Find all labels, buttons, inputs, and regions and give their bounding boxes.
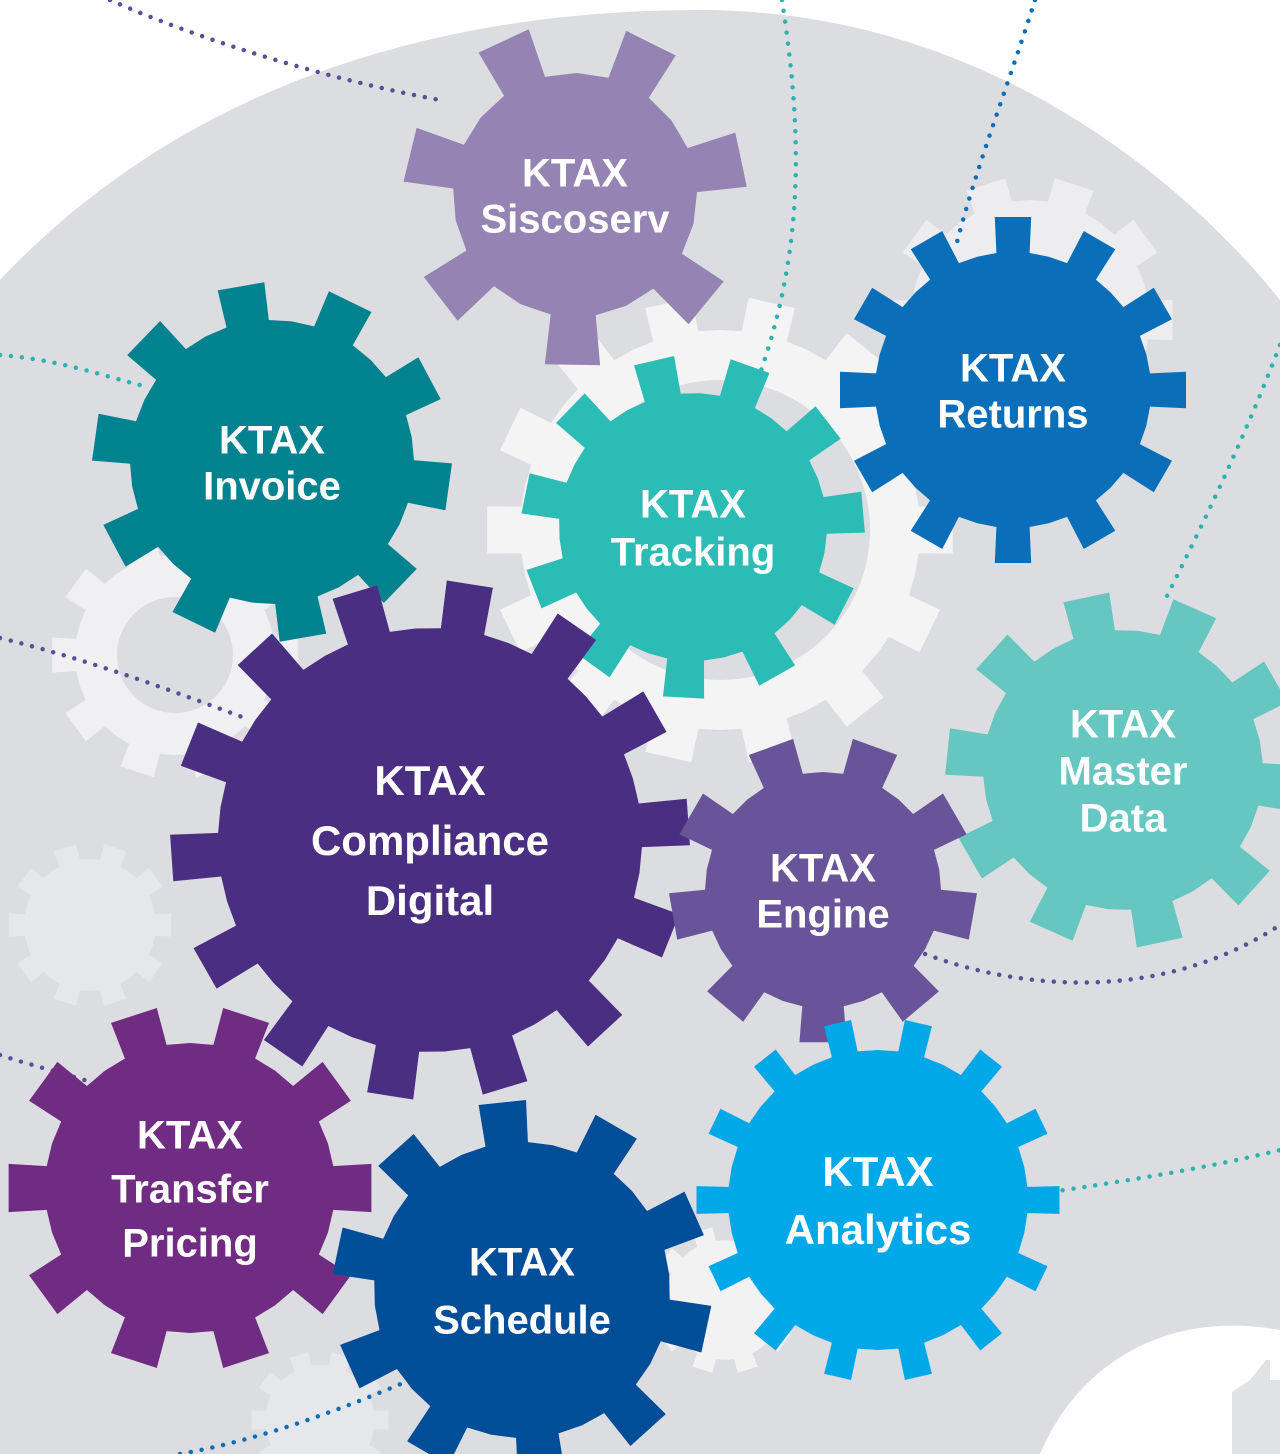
gear-tracking-label-line-1: KTAX (640, 482, 746, 526)
connector-bottom-schedule (177, 1377, 413, 1454)
gear-siscoserv-shape (403, 29, 747, 366)
gear-analytics-shape (696, 1020, 1060, 1380)
gear-master-data-label-line-2: Master (1059, 749, 1188, 793)
gear-returns-shape (840, 217, 1186, 563)
gear-invoice-label-line-2: Invoice (203, 464, 341, 508)
gear-invoice-shape (92, 282, 452, 642)
gear-schedule: KTAX Schedule (332, 1100, 712, 1454)
gear-compliance-label-line-1: KTAX (374, 757, 485, 804)
ghost-gear-left-small (8, 844, 172, 1006)
connector-left-transfer (0, 1052, 103, 1088)
gear-master-data-label-line-3: Data (1080, 796, 1167, 840)
connector-engine-right (912, 922, 1280, 985)
gear-analytics-label-line-1: KTAX (822, 1148, 933, 1195)
gear-engine-label-line-1: KTAX (770, 846, 876, 890)
gear-master-data-shape (945, 592, 1280, 948)
gear-tracking-label-line-2: Tracking (611, 530, 776, 574)
gear-transfer-label-line-1: KTAX (137, 1113, 243, 1157)
connector-analytics-right (1027, 1147, 1280, 1198)
gear-transfer-label-line-3: Pricing (122, 1221, 258, 1265)
gear-schedule-label-line-2: Schedule (433, 1298, 611, 1342)
connector-left-invoice (0, 352, 143, 388)
gear-schedule-label-line-1: KTAX (469, 1240, 575, 1284)
gear-returns-label-line-1: KTAX (960, 346, 1066, 390)
gear-siscoserv-label-line-2: Siscoserv (480, 197, 670, 241)
gear-analytics-label-line-2: Analytics (785, 1206, 972, 1253)
gear-compliance-shape (170, 580, 690, 1100)
gear-schedule-shape (332, 1100, 712, 1454)
gear-compliance-label-line-3: Digital (366, 877, 494, 924)
connector-left-compliance (0, 635, 253, 723)
connector-right-master (1162, 342, 1280, 603)
gear-compliance-label-line-2: Compliance (311, 817, 549, 864)
gear-tracking-shape (521, 356, 865, 699)
gear-siscoserv-label-line-1: KTAX (522, 151, 628, 195)
gear-transfer-label-line-2: Transfer (111, 1167, 269, 1211)
connector-top-returns (952, 0, 1038, 253)
gear-returns-label-line-2: Returns (937, 392, 1088, 436)
gear-engine-label-line-2: Engine (756, 892, 889, 936)
building-icon (1232, 1360, 1280, 1454)
gear-master-data-label-line-1: KTAX (1070, 702, 1176, 746)
gear-transfer-shape (8, 1008, 372, 1368)
gear-analytics: KTAX Analytics (696, 1020, 1060, 1380)
gear-invoice-label-line-1: KTAX (219, 418, 325, 462)
gear-engine-shape (669, 738, 977, 1043)
